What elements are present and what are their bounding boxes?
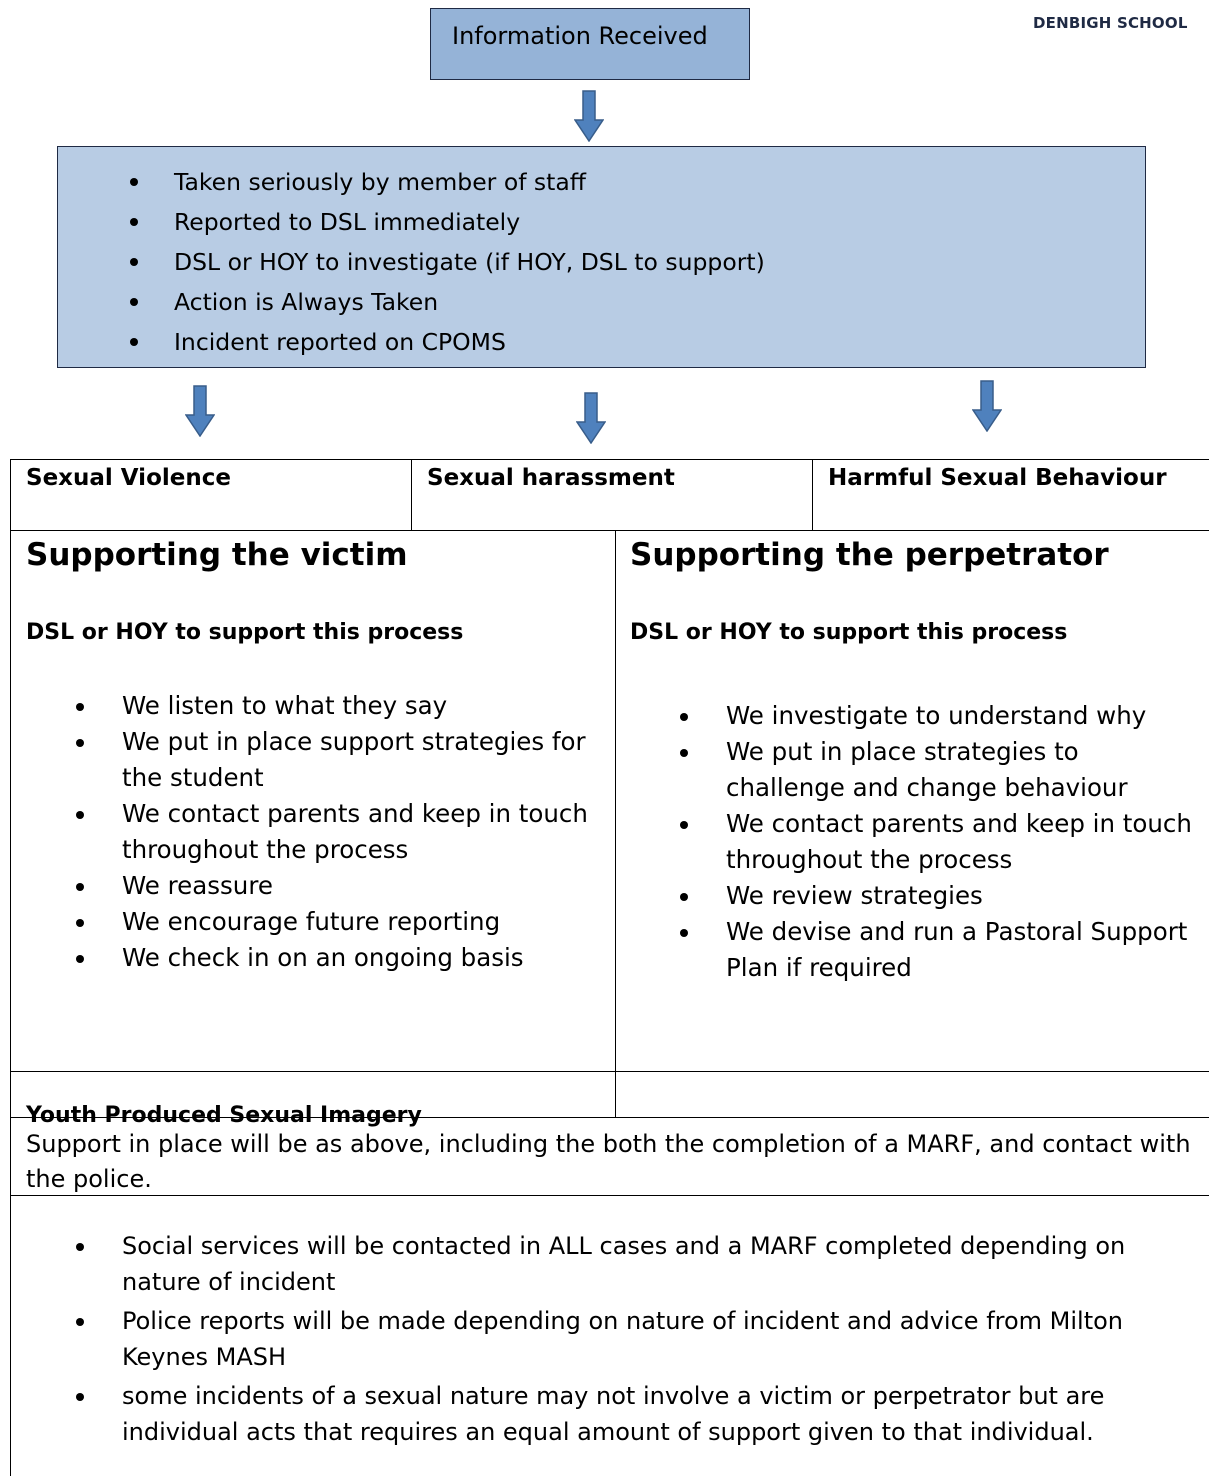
list-item: Incident reported on CPOMS [130, 322, 765, 362]
table-border [10, 530, 1209, 531]
list-item: DSL or HOY to investigate (if HOY, DSL t… [130, 242, 765, 282]
list-item: Taken seriously by member of staff [130, 162, 765, 202]
down-arrow-icon [972, 380, 1002, 432]
category-sexual-harassment: Sexual harassment [427, 465, 675, 491]
table-border [10, 1117, 1209, 1118]
list-item: We put in place strategies to challenge … [680, 734, 1196, 806]
list-item: Action is Always Taken [130, 282, 765, 322]
down-arrow-icon [574, 90, 604, 142]
down-arrow-icon [185, 385, 215, 437]
ypsi-text: Support in place will be as above, inclu… [26, 1130, 1191, 1193]
list-item: We check in on an ongoing basis [76, 940, 592, 976]
list-item: We contact parents and keep in touch thr… [76, 796, 592, 868]
list-item: We listen to what they say [76, 688, 592, 724]
table-border [10, 459, 1209, 460]
process-list: Taken seriously by member of staff Repor… [130, 162, 765, 362]
information-received-label: Information Received [452, 22, 708, 50]
category-harmful-sexual-behaviour: Harmful Sexual Behaviour [828, 465, 1167, 491]
school-logo-text: DENBIGH SCHOOL [1033, 14, 1188, 32]
victim-panel-subtitle: DSL or HOY to support this process [26, 620, 464, 645]
table-border [812, 459, 813, 531]
list-item: We contact parents and keep in touch thr… [680, 806, 1196, 878]
victim-support-list: We listen to what they say We put in pla… [76, 688, 592, 976]
list-item: We review strategies [680, 878, 1196, 914]
list-item: We reassure [76, 868, 592, 904]
list-item: some incidents of a sexual nature may no… [76, 1378, 1192, 1450]
list-item: We put in place support strategies for t… [76, 724, 592, 796]
perpetrator-panel-title: Supporting the perpetrator [630, 537, 1109, 573]
list-item: We encourage future reporting [76, 904, 592, 940]
additional-actions-list: Social services will be contacted in ALL… [76, 1228, 1192, 1453]
list-item: We investigate to understand why [680, 698, 1196, 734]
down-arrow-icon [576, 392, 606, 444]
list-item: Reported to DSL immediately [130, 202, 765, 242]
table-border [10, 459, 11, 1476]
table-border [10, 1071, 1209, 1072]
victim-panel-title: Supporting the victim [26, 537, 408, 573]
process-box: Taken seriously by member of staff Repor… [57, 146, 1146, 368]
table-border [10, 1195, 1209, 1196]
information-received-box: Information Received [430, 8, 750, 80]
list-item: We devise and run a Pastoral Support Pla… [680, 914, 1196, 986]
perpetrator-panel-subtitle: DSL or HOY to support this process [630, 620, 1068, 645]
category-sexual-violence: Sexual Violence [26, 465, 231, 491]
table-border [615, 531, 616, 1117]
ypsi-title: Youth Produced Sexual Imagery [26, 1103, 422, 1128]
list-item: Social services will be contacted in ALL… [76, 1228, 1192, 1300]
list-item: Police reports will be made depending on… [76, 1303, 1192, 1375]
perpetrator-support-list: We investigate to understand why We put … [680, 698, 1196, 986]
table-border [411, 459, 412, 531]
